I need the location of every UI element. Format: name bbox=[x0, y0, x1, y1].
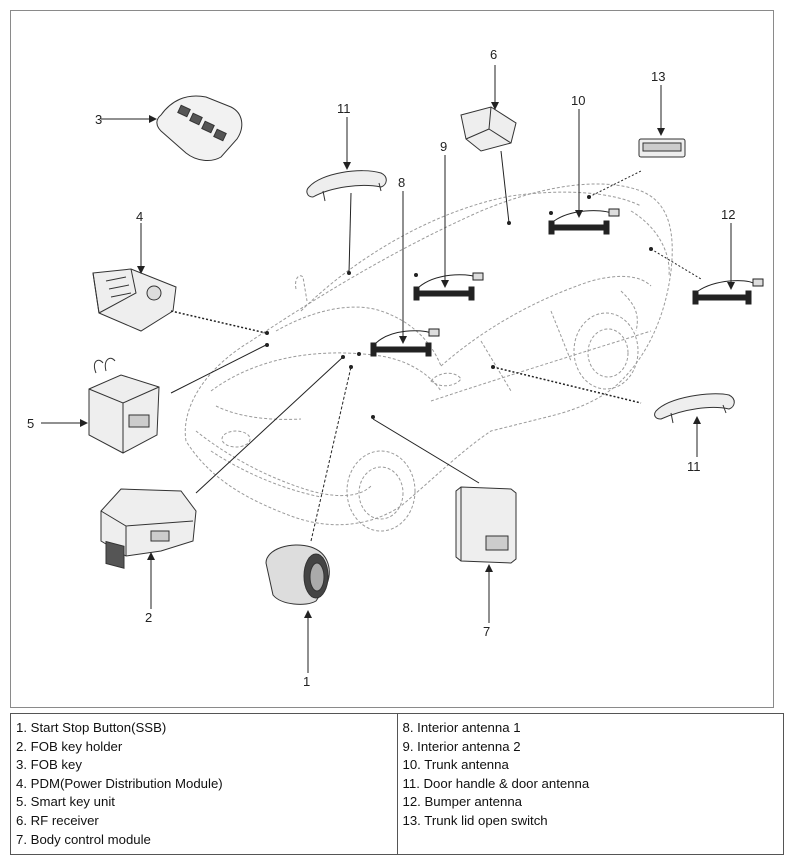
antenna-trunk-drawing bbox=[548, 208, 620, 235]
legend-item: 1. Start Stop Button(SSB) bbox=[16, 720, 167, 735]
leader-dots bbox=[265, 195, 653, 419]
legend-item: 5. Smart key unit bbox=[16, 794, 115, 810]
callout-5: 5 bbox=[27, 416, 34, 431]
callout-3: 3 bbox=[95, 112, 102, 127]
callout-13: 13 bbox=[651, 69, 665, 84]
callout-4: 4 bbox=[136, 209, 143, 224]
legend-item: 9. Interior antenna 2 bbox=[402, 738, 521, 754]
callout-9: 9 bbox=[440, 139, 447, 154]
door-handle-upper-drawing bbox=[306, 170, 387, 202]
door-handle-lower-drawing bbox=[654, 393, 735, 424]
legend-item: 12. Bumper antenna bbox=[402, 794, 523, 810]
car-outline bbox=[184, 183, 673, 532]
callout-11-lower: 11 bbox=[687, 459, 701, 474]
callout-6: 6 bbox=[490, 47, 497, 62]
callout-12: 12 bbox=[721, 207, 735, 222]
leader-lines bbox=[41, 65, 735, 673]
callout-11-upper: 11 bbox=[337, 101, 351, 116]
legend-item: 4. PDM(Power Distribution Module) bbox=[16, 775, 223, 791]
start-stop-button-drawing bbox=[265, 544, 330, 605]
callout-8: 8 bbox=[398, 175, 405, 190]
legend-item: 8. Interior antenna 1 bbox=[402, 720, 521, 735]
callout-1: 1 bbox=[303, 674, 310, 689]
fob-key-drawing bbox=[156, 95, 243, 161]
trunk-switch-drawing bbox=[638, 138, 686, 158]
component-diagram: 3 4 5 2 1 7 6 13 10 9 8 11 12 11 bbox=[10, 10, 774, 708]
diagram-drawing: 3 4 5 2 1 7 6 13 10 9 8 11 12 11 bbox=[27, 47, 764, 689]
legend-table: 1. Start Stop Button(SSB) 2. FOB key hol… bbox=[10, 712, 784, 856]
smart-key-unit-drawing bbox=[88, 357, 160, 454]
antenna-interior-1-drawing bbox=[370, 328, 440, 357]
legend-column-left: 1. Start Stop Button(SSB) 2. FOB key hol… bbox=[10, 712, 398, 856]
legend-item: 7. Body control module bbox=[16, 831, 151, 847]
legend-column-right: 8. Interior antenna 1 9. Interior antenn… bbox=[396, 712, 784, 856]
bcm-drawing bbox=[455, 486, 517, 564]
rf-receiver-drawing bbox=[460, 106, 517, 152]
callout-7: 7 bbox=[483, 624, 490, 639]
legend-item: 11. Door handle & door antenna bbox=[402, 775, 590, 791]
fob-key-holder-drawing bbox=[100, 488, 197, 569]
pdm-drawing bbox=[92, 268, 177, 332]
legend-item: 10. Trunk antenna bbox=[402, 757, 509, 773]
callout-2: 2 bbox=[145, 610, 152, 625]
callout-10: 10 bbox=[571, 93, 585, 108]
legend-item: 6. RF receiver bbox=[16, 812, 99, 828]
legend-item: 2. FOB key holder bbox=[16, 738, 123, 754]
legend-item: 13. Trunk lid open switch bbox=[402, 812, 548, 828]
antenna-bumper-drawing bbox=[692, 278, 764, 305]
antenna-interior-2-drawing bbox=[413, 272, 484, 301]
legend-item: 3. FOB key bbox=[16, 757, 82, 773]
